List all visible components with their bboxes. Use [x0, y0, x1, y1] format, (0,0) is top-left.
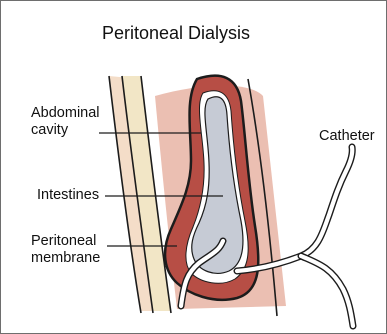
label-abdominal-cavity-line1: Abdominal	[31, 105, 100, 122]
label-catheter: Catheter	[319, 128, 375, 145]
label-abdominal-cavity: Abdominal cavity	[31, 105, 100, 139]
label-peritoneal-membrane-line2: membrane	[31, 250, 100, 267]
label-intestines: Intestines	[37, 187, 99, 204]
label-peritoneal-membrane-line1: Peritoneal	[31, 233, 100, 250]
label-abdominal-cavity-line2: cavity	[31, 122, 100, 139]
label-peritoneal-membrane: Peritoneal membrane	[31, 233, 100, 267]
